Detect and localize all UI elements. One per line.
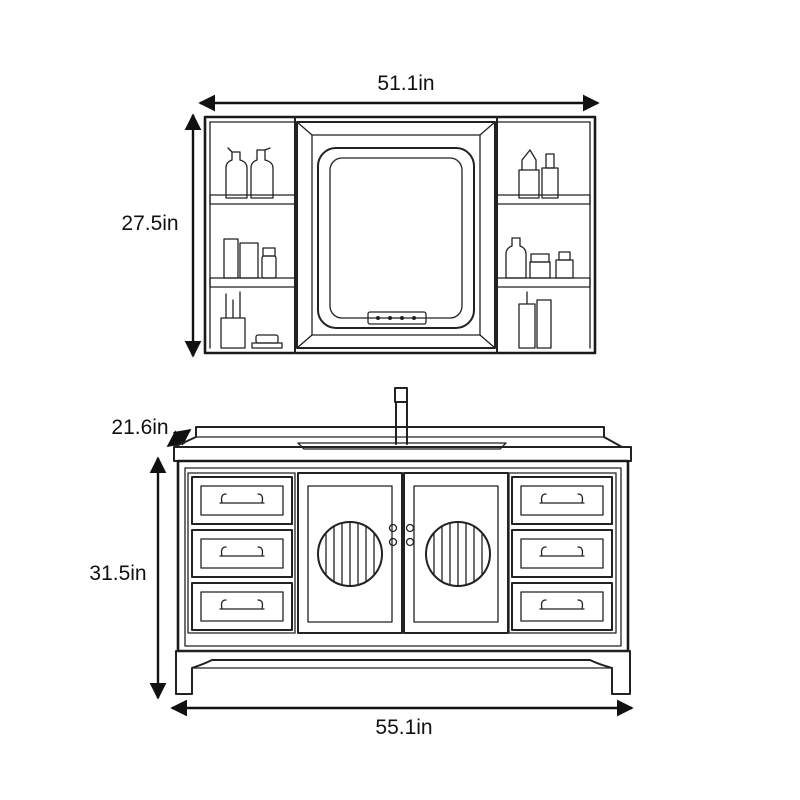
right-drawer-1 — [511, 476, 613, 525]
right-door-knob — [405, 523, 415, 533]
faucet-icon — [394, 387, 408, 445]
left-bottom-shelf-items — [220, 291, 283, 349]
right-drawer-stack — [508, 472, 617, 634]
vanity-width-label: 55.1in — [375, 716, 432, 739]
cabinet-width-dimension: 51.1in — [198, 72, 600, 112]
vanity-base-legs — [175, 650, 631, 695]
cabinet-height-dimension: 27.5in — [121, 113, 202, 358]
cabinet-height-label: 27.5in — [121, 212, 178, 235]
mirror-inner-glass — [329, 157, 463, 319]
right-bottom-shelf-items — [518, 291, 552, 349]
vanity-depth-dimension: 21.6in — [111, 416, 192, 447]
vanity-cabinet — [173, 387, 632, 695]
touch-control-panel-icon — [367, 311, 427, 325]
left-middle-shelf-items — [223, 238, 277, 279]
mirror-door — [296, 121, 496, 349]
left-shelf-unit — [209, 116, 296, 354]
left-top-shelf-bottles — [225, 147, 274, 199]
left-drawer-2 — [191, 529, 293, 578]
right-drawer-3 — [511, 582, 613, 631]
left-drawer-3 — [191, 582, 293, 631]
left-door — [297, 472, 403, 634]
mirror-cabinet — [203, 115, 597, 355]
cabinet-width-label: 51.1in — [377, 72, 434, 95]
mirror-cabinet-frame — [203, 115, 597, 355]
right-shelf-unit — [496, 116, 591, 354]
mirror-outer-glass — [317, 147, 475, 329]
countertop — [173, 426, 632, 462]
vanity-width-dimension: 55.1in — [170, 699, 634, 739]
right-top-shelf-items — [518, 149, 559, 199]
left-door-knob — [388, 523, 398, 533]
vanity-depth-arrow — [166, 429, 192, 447]
left-drawer-1 — [191, 476, 293, 525]
vanity-height-label: 31.5in — [89, 562, 146, 585]
left-drawer-stack — [187, 472, 296, 634]
vanity-depth-label: 21.6in — [111, 416, 168, 439]
right-middle-shelf-items — [505, 237, 574, 279]
right-drawer-2 — [511, 529, 613, 578]
right-door — [403, 472, 509, 634]
vanity-height-dimension: 31.5in — [89, 456, 167, 700]
